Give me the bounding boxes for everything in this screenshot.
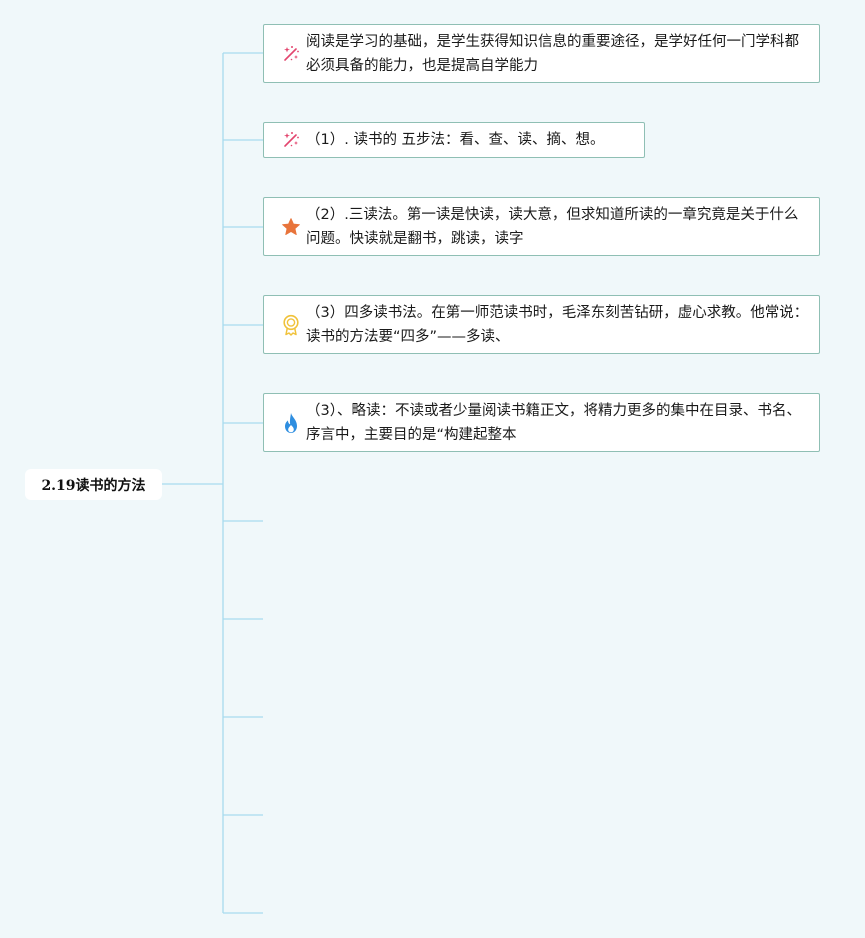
branch-topic-text: （1）. 读书的 五步法：看、查、读、摘、想。: [306, 132, 605, 148]
star-icon: [280, 216, 302, 238]
sparkle-wand-icon: [280, 129, 302, 151]
branch-topic-reading-foundation[interactable]: 阅读是学习的基础，是学生获得知识信息的重要途径，是学好任何一门学科都必须具备的能…: [263, 24, 820, 83]
fire-icon: [280, 412, 302, 434]
branch-topic-four-more-method[interactable]: （3）四多读书法。在第一师范读书时，毛泽东刻苦钻研，虚心求教。他常说：读书的方法…: [263, 295, 820, 354]
branch-topic-text: 阅读是学习的基础，是学生获得知识信息的重要途径，是学好任何一门学科都必须具备的能…: [306, 33, 799, 74]
sparkle-wand-icon: [280, 43, 302, 65]
branch-topic-text: （2）.三读法。第一读是快读，读大意，但求知道所读的一章究竟是关于什么问题。快读…: [306, 206, 799, 247]
branch-topic-text: （3）四多读书法。在第一师范读书时，毛泽东刻苦钻研，虚心求教。他常说：读书的方法…: [306, 304, 809, 345]
branch-topic-five-step-method[interactable]: （1）. 读书的 五步法：看、查、读、摘、想。: [263, 122, 645, 158]
award-ribbon-icon: [280, 314, 302, 336]
branch-topic-skim-reading[interactable]: （3）、略读：不读或者少量阅读书籍正文，将精力更多的集中在目录、书名、序言中，主…: [263, 393, 820, 452]
branch-topic-text: （3）、略读：不读或者少量阅读书籍正文，将精力更多的集中在目录、书名、序言中，主…: [306, 402, 801, 443]
branch-topic-three-read-method[interactable]: （2）.三读法。第一读是快读，读大意，但求知道所读的一章究竟是关于什么问题。快读…: [263, 197, 820, 256]
root-topic-label: 2.19读书的方法: [41, 477, 146, 494]
root-topic[interactable]: 2.19读书的方法: [25, 469, 162, 500]
